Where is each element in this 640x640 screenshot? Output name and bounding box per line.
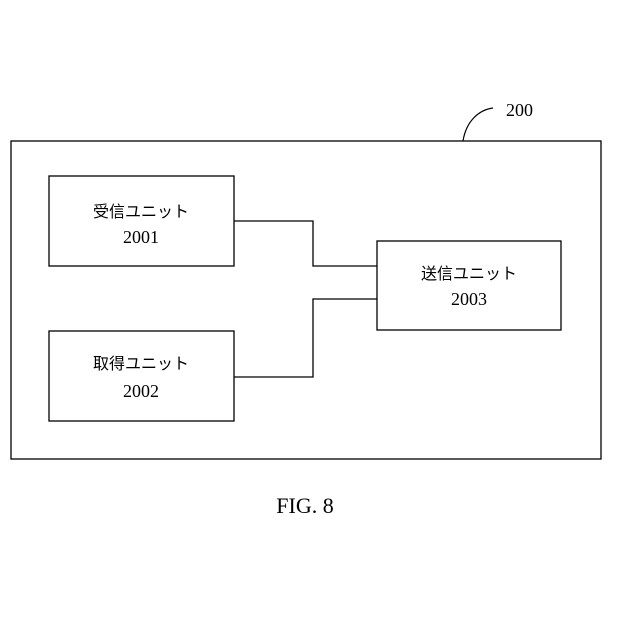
unit-2001-frame — [49, 176, 234, 266]
unit-box-2001: 受信ユニット 2001 — [49, 176, 234, 266]
container-ref-label: 200 — [506, 100, 533, 120]
container-ref-leader — [463, 108, 493, 141]
connector-2002-to-2003 — [234, 299, 377, 377]
unit-2002-frame — [49, 331, 234, 421]
unit-2001-number: 2001 — [123, 227, 159, 247]
unit-2001-name: 受信ユニット — [93, 202, 189, 221]
unit-box-2003: 送信ユニット 2003 — [377, 241, 561, 330]
unit-2003-name: 送信ユニット — [421, 264, 517, 283]
unit-box-2002: 取得ユニット 2002 — [49, 331, 234, 421]
unit-2002-name: 取得ユニット — [93, 354, 189, 373]
unit-2003-frame — [377, 241, 561, 330]
connector-2001-to-2003 — [234, 221, 377, 266]
figure-caption: FIG. 8 — [276, 493, 333, 518]
unit-2003-number: 2003 — [451, 289, 487, 309]
unit-2002-number: 2002 — [123, 381, 159, 401]
